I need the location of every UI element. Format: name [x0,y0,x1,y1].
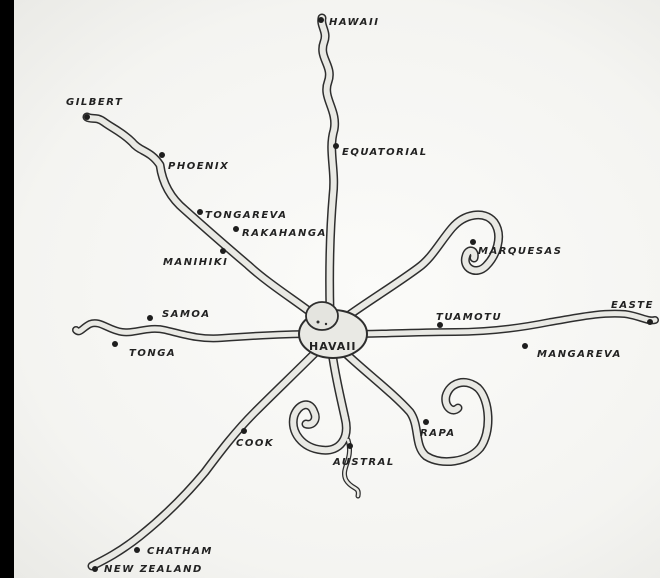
label-easter: EASTE [611,300,654,311]
label-phoenix: PHOENIX [168,161,229,172]
marker-tonga [112,341,118,347]
label-gilbert: GILBERT [66,97,123,108]
label-samoa: SAMOA [162,309,211,320]
place-markers [84,17,653,572]
marker-phoenix [159,152,165,158]
label-tonga: TONGA [129,348,176,359]
marker-equatorial [333,143,339,149]
marker-mangareva [522,343,528,349]
marker-chatham [134,547,140,553]
marker-gilbert [84,114,90,120]
label-austral: AUSTRAL [332,457,395,468]
marker-marquesas [470,239,476,245]
label-new-zealand: NEW ZEALAND [104,564,203,575]
marker-austral [347,443,353,449]
marker-rakahanga [233,226,239,232]
label-mangareva: MANGAREVA [537,349,622,360]
label-manihiki: MANIHIKI [163,257,228,268]
label-chatham: CHATHAM [147,546,213,557]
marker-easter [647,319,653,325]
label-cook: COOK [236,438,274,449]
marker-hawaii [318,17,324,23]
marker-manihiki [220,248,226,254]
label-tongareva: TONGAREVA [205,210,287,221]
label-hawaii: HAWAII [329,17,379,28]
octopus-arms [76,18,655,566]
marker-tongareva [197,209,203,215]
marker-samoa [147,315,153,321]
marker-cook [241,428,247,434]
marker-new-zealand [92,566,98,572]
label-center: HAVAII [309,340,356,353]
label-rapa: RAPA [420,428,456,439]
marker-rapa [423,419,429,425]
label-equatorial: EQUATORIAL [342,147,428,158]
label-rakahanga: RAKAHANGA [242,228,327,239]
label-tuamotu: TUAMOTU [436,312,502,323]
label-marquesas: MARQUESAS [478,246,563,257]
